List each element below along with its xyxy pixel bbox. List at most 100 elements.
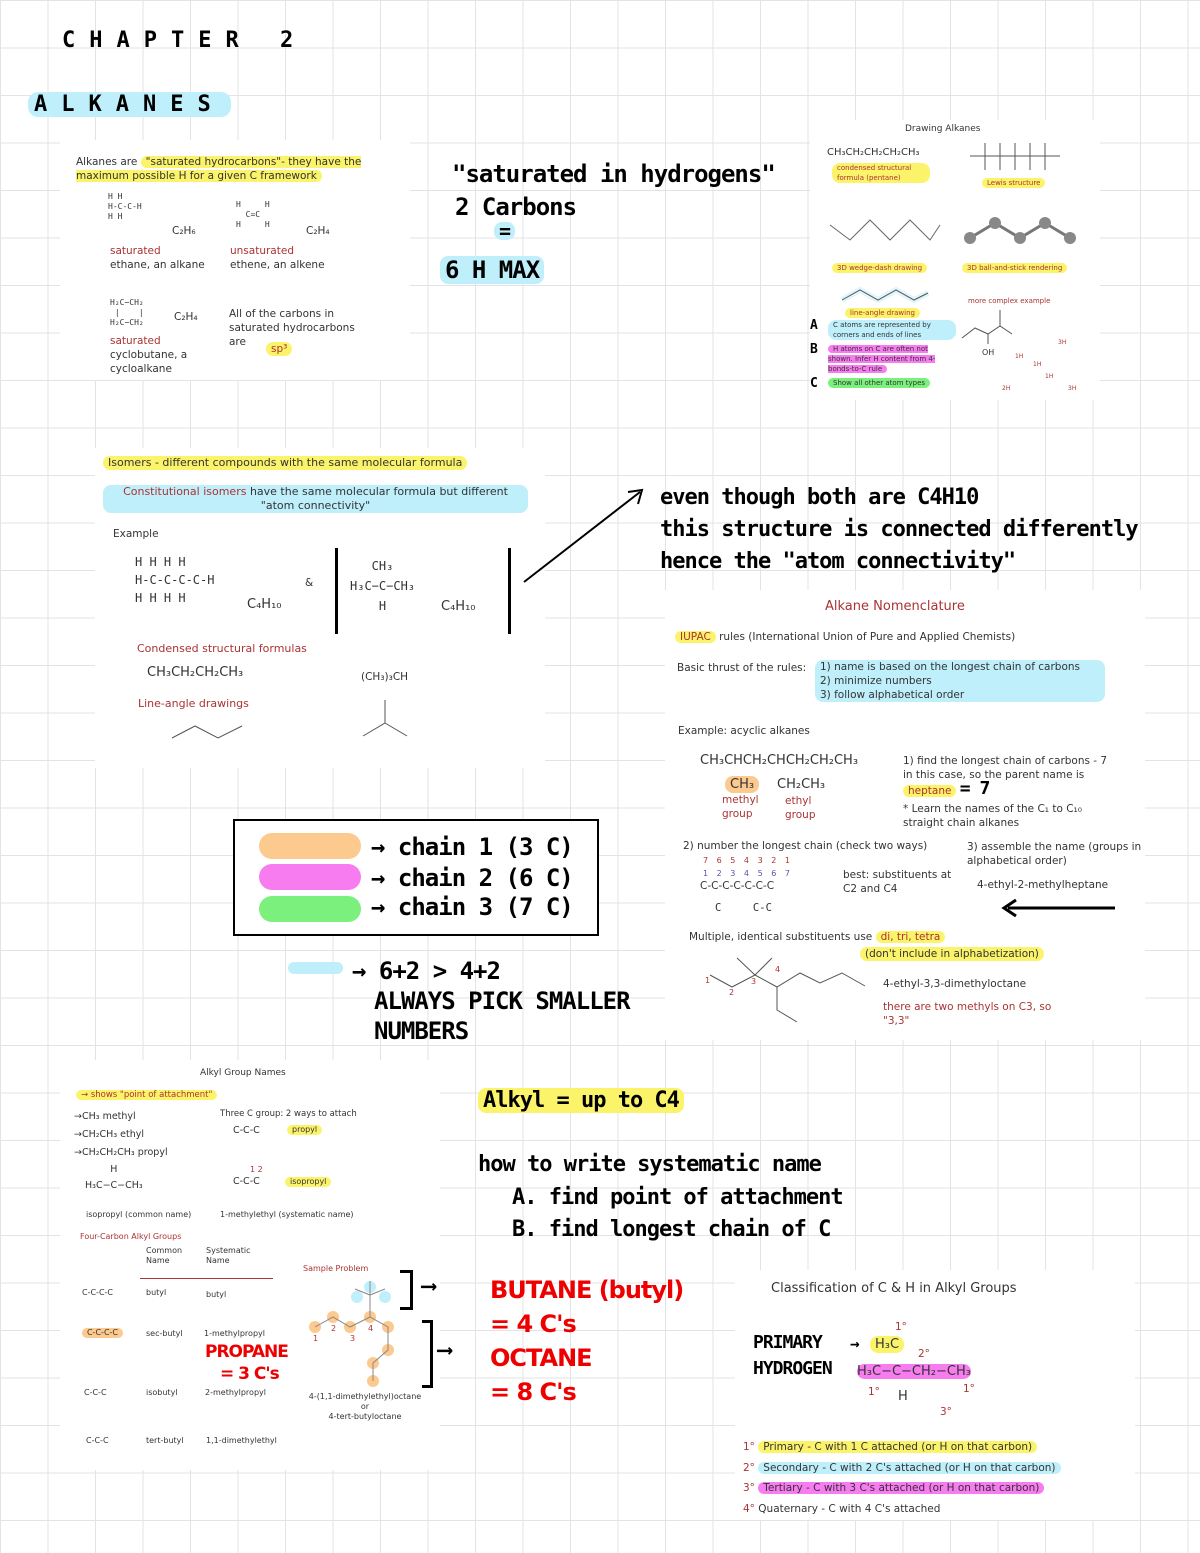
arrow-icon: → [850, 1334, 860, 1353]
example-formula: CH₃CHCH₂CHCH₂CH₂CH₃ [700, 753, 859, 768]
classification-title: Classification of C & H in Alkyl Groups [771, 1281, 1017, 1296]
dimethyloctane-drawing [709, 957, 866, 1023]
isobutane-condensed: (CH₃)₃CH [361, 671, 409, 683]
drawing-alkanes-panel: Drawing Alkanes CH₃CH₂CH₂CH₂CH₃ condense… [810, 120, 1100, 400]
example2-note: there are two methyls on C3, so "3,3" [883, 1001, 1052, 1027]
cyclobutane-name: cyclobutane, a cycloalkane [110, 349, 188, 375]
sample-problem-drawing [309, 1281, 394, 1387]
nomenclature-panel: Alkane Nomenclature IUPAC rules (Interna… [665, 590, 1145, 1040]
chapter-heading: CHAPTER 2 [62, 28, 308, 53]
butane-formula: C₄H₁₀ [247, 597, 282, 612]
tert-butyl-common: tert-butyl [146, 1436, 184, 1445]
cyclobutane-lewis: H₂C−CH₂ | | H₂C−CH₂ [110, 298, 144, 327]
degree-label: 2° [918, 1348, 930, 1360]
blue-swatch [288, 962, 343, 974]
isopropyl-common: isopropyl (common name) [86, 1210, 192, 1219]
dont-include-note: (don't include in alphabetization) [860, 947, 1044, 961]
hw-2-carbons: 2 Carbons [455, 193, 577, 221]
isopropyl-chain: C-C-C [233, 1176, 260, 1187]
isobutane-lewis: CH₃ H₃C−C−CH₃ H [350, 559, 416, 613]
arrow-to-octane: ⟶ [438, 1338, 451, 1363]
isobutyl-systematic: 2-methylpropyl [205, 1388, 266, 1397]
butyl-common: butyl [146, 1288, 167, 1297]
bracket-top [400, 1270, 413, 1310]
butane-lewis: H H H H H-C-C-C-C-H H H H H [135, 555, 215, 605]
legend-swatch-orange [259, 833, 361, 859]
legend-swatch-pink [259, 864, 361, 890]
ball-and-stick-drawing [964, 217, 1076, 244]
bracket-bottom [422, 1320, 433, 1388]
hw-equals: = [494, 221, 516, 241]
cyclobutane-formula: C₂H₄ [174, 311, 198, 323]
step1: 1) find the longest chain of carbons - 7… [903, 755, 1108, 799]
hw-butane: BUTANE (butyl) [490, 1276, 684, 1304]
hw-how-to: how to write systematic name [478, 1152, 822, 1177]
note-marker-b: B [810, 342, 818, 357]
step3: 3) assemble the name (groups in alphabet… [967, 841, 1142, 867]
divider [140, 1278, 273, 1279]
drawing-alkanes-title: Drawing Alkanes [905, 124, 981, 134]
propyl-label: propyl [287, 1125, 323, 1135]
locant: 1 [705, 976, 711, 985]
numbering-top: 7 6 5 4 3 2 1 [703, 856, 790, 865]
degree-label: 1° [963, 1383, 975, 1395]
topic-heading: ALKANES [28, 92, 231, 117]
condensed-label: Condensed structural formulas [137, 642, 307, 655]
nomenclature-title: Alkane Nomenclature [825, 599, 965, 614]
h-count: 1H [1045, 373, 1054, 380]
chain-branches: C C-C [715, 902, 772, 914]
locant: 3 [350, 1334, 356, 1343]
butane-condensed: CH₃CH₂CH₂CH₃ [147, 665, 244, 680]
note-marker-a: A [810, 318, 818, 333]
assembled-name: 4-ethyl-2-methylheptane [977, 879, 1109, 891]
ethane-formula: C₂H₆ [172, 225, 196, 237]
hw-saturated: "saturated in hydrogens" [452, 160, 776, 188]
hw-propane: PROPANE [205, 1342, 289, 1362]
oh-label: OH [982, 348, 995, 357]
isopropyl-label: isopropyl [285, 1177, 332, 1187]
degree-label: 1° [895, 1321, 907, 1333]
arrow-to-butane: ⟶ [422, 1274, 435, 1299]
hw-propane-count: = 3 C's [220, 1364, 280, 1384]
struct-main: H₃C−C−CH₂−CH₃ [857, 1364, 971, 1379]
propyl-chain: C-C-C [233, 1125, 260, 1136]
ethene-formula: C₂H₄ [306, 225, 330, 237]
numbering-bottom: 1 2 3 4 5 6 7 [703, 869, 790, 878]
learn-note: * Learn the names of the C₁ to C₁₀ strai… [903, 803, 1082, 829]
isobutyl-common: isobutyl [146, 1388, 178, 1397]
four-carbon-title: Four-Carbon Alkyl Groups [80, 1232, 182, 1241]
constitutional-def: Constitutional isomers have the same mol… [103, 485, 528, 513]
note-marker-c: C [810, 376, 818, 391]
bracket [335, 548, 511, 634]
line-angle-label: line-angle drawing [845, 308, 920, 318]
step2: 2) number the longest chain (check two w… [683, 840, 928, 852]
methyl-group-label: methyl group [722, 794, 759, 820]
intro-panel: Alkanes are "saturated hydrocarbons"- th… [60, 140, 410, 380]
complex-example-drawing [961, 310, 1013, 344]
alkyl-title: Alkyl Group Names [200, 1068, 286, 1078]
example-label: Example: acyclic alkanes [678, 725, 810, 737]
attachment-note: → shows "point of attachment" [76, 1090, 218, 1100]
hw-step-b: B. find longest chain of C [512, 1217, 831, 1242]
ball-stick-label: 3D ball-and-stick rendering [962, 263, 1068, 273]
three-c-note: Three C group: 2 ways to attach [220, 1109, 357, 1119]
isobutyl-struct: C-C-C [84, 1388, 107, 1397]
isomers-panel: Isomers - different compounds with the s… [95, 448, 545, 768]
sp3-note: All of the carbons in saturated hydrocar… [229, 308, 355, 348]
hw-primary-hydrogen: PRIMARY HYDROGEN [753, 1332, 833, 1379]
ethyl-group-label: ethyl group [785, 795, 816, 821]
alkyl-panel: Alkyl Group Names → shows "point of atta… [60, 1060, 440, 1470]
degree-label: 3° [940, 1406, 952, 1418]
lewis-label: Lewis structure [982, 178, 1046, 188]
chain-drawing: C-C-C-C-C-C-C [700, 880, 775, 892]
note-a: C atoms are represented by corners and e… [828, 320, 956, 340]
wedge-dash-drawing [829, 219, 941, 241]
line-angle-drawing [840, 286, 930, 304]
lewis-structure-drawing [970, 143, 1060, 170]
col-common: Common Name [146, 1246, 183, 1265]
sec-butyl-struct: C-C-C-C [82, 1328, 124, 1338]
condensed-label: condensed structural formula (pentane) [832, 163, 930, 183]
col-systematic: Systematic Name [206, 1246, 251, 1265]
